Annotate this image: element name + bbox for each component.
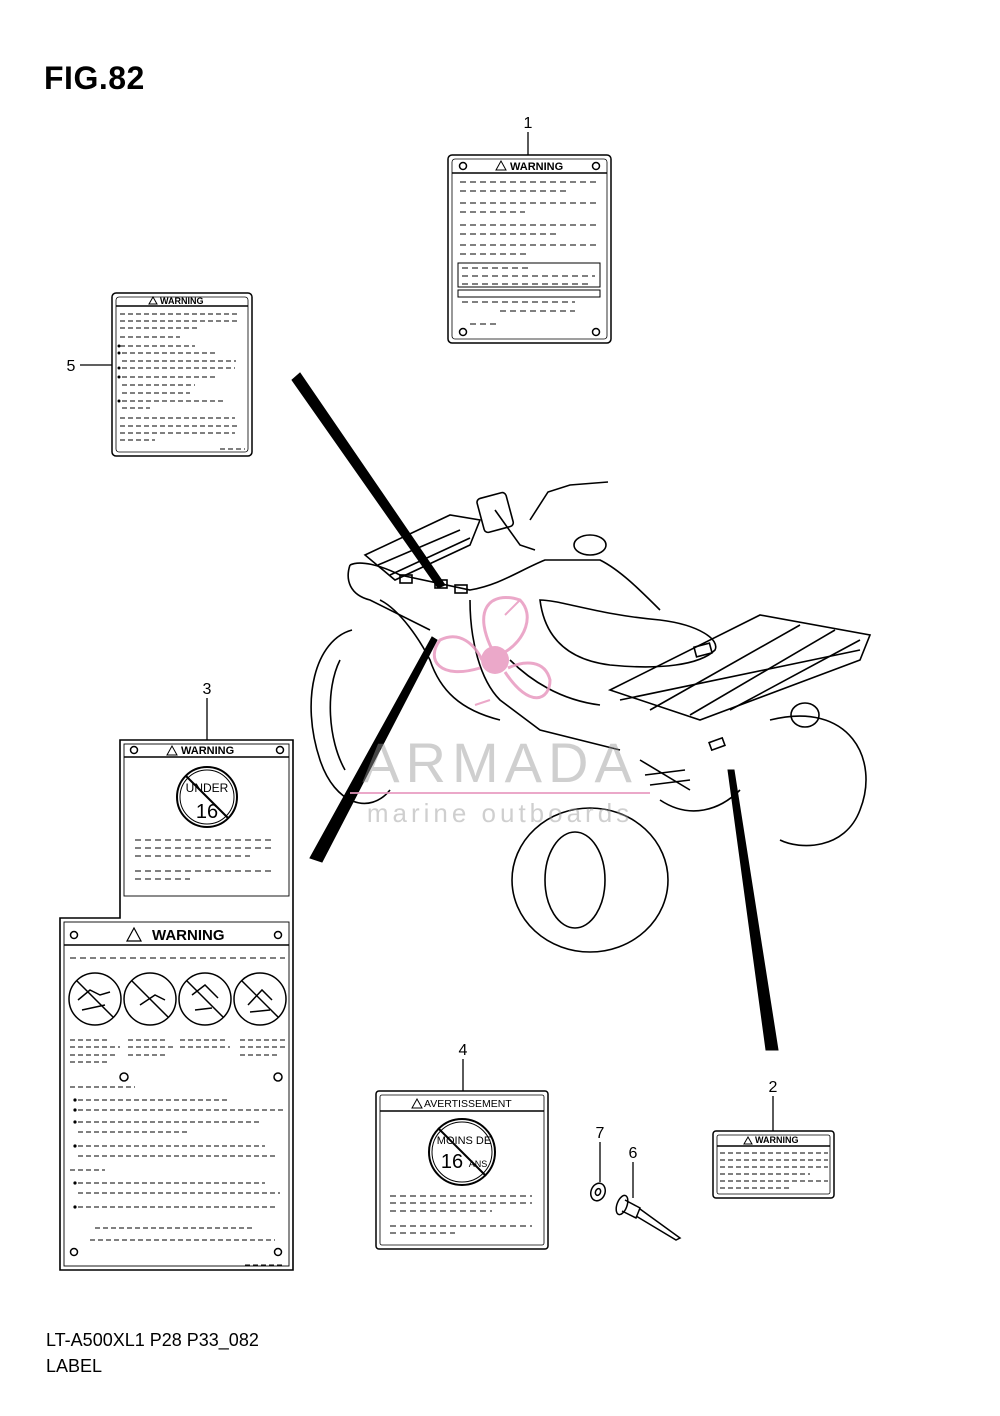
label-3-badge-line1: UNDER — [186, 781, 229, 795]
pointer-wedge-right — [727, 769, 779, 1051]
callout-6: 6 — [629, 1145, 638, 1162]
label-4-badge-line1: MOINS DE — [437, 1135, 491, 1147]
propeller-logo — [432, 595, 552, 706]
pointer-wedge-upper — [291, 372, 446, 589]
label-3-upper: WARNING UNDER 16 — [59, 739, 294, 1271]
figure-model-code: LT-A500XL1 P28 P33_082 — [46, 1330, 259, 1350]
label-4-heading: AVERTISSEMENT — [424, 1098, 512, 1110]
callout-2: 2 — [769, 1079, 778, 1096]
label-5-heading: WARNING — [160, 296, 204, 306]
watermark: ARMADA marine outboards — [350, 595, 650, 828]
watermark-brand: ARMADA — [362, 731, 638, 794]
label-4: AVERTISSEMENT MOINS DE 16 ANS — [375, 1090, 549, 1250]
pointer-wedge-lower — [309, 636, 438, 863]
label-2-heading: WARNING — [755, 1135, 799, 1145]
label-2: WARNING — [712, 1130, 835, 1199]
callout-3: 3 — [203, 681, 212, 698]
label-4-badge-line2: 16 — [441, 1151, 463, 1173]
label-3-lower-heading: WARNING — [152, 927, 225, 944]
label-3-lower: WARNING — [63, 921, 290, 1267]
callout-4: 4 — [459, 1042, 468, 1059]
label-1: WARNING — [447, 154, 612, 344]
part-6-rivet — [615, 1194, 682, 1241]
label-5: WARNING — [111, 292, 253, 457]
label-3-heading: WARNING — [181, 745, 234, 757]
label-1-heading: WARNING — [510, 161, 563, 173]
label-4-badge-suffix: ANS — [469, 1159, 488, 1169]
watermark-tagline: marine outboards — [367, 798, 633, 828]
callout-1: 1 — [524, 115, 533, 132]
figure-title: FIG.82 — [44, 60, 145, 96]
part-7-washer — [589, 1182, 607, 1202]
label-3-badge-line2: 16 — [196, 801, 218, 823]
figure-part-name: LABEL — [46, 1356, 103, 1376]
callout-leaders — [80, 132, 774, 1198]
callout-5: 5 — [67, 358, 76, 375]
callout-7: 7 — [596, 1125, 605, 1142]
